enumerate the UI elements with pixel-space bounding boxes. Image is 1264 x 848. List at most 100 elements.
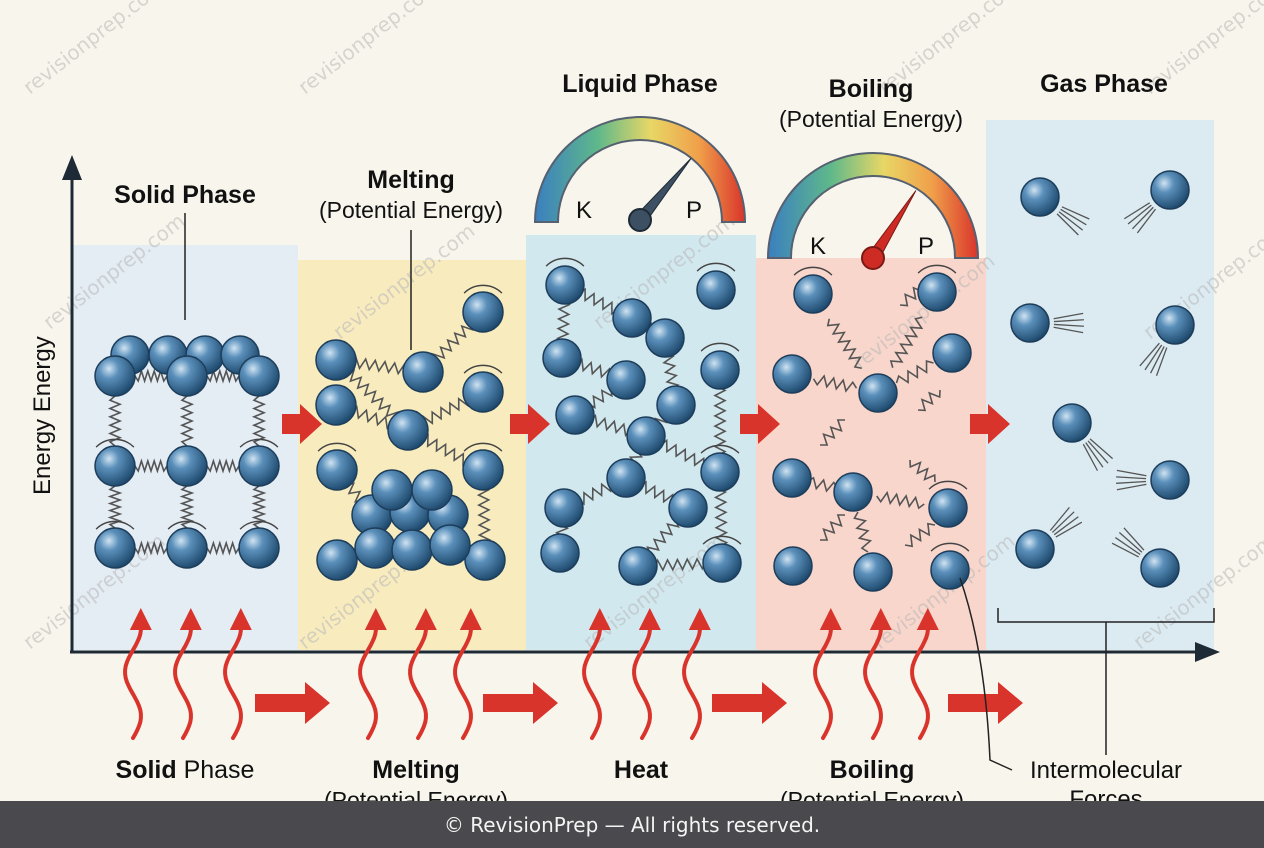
bond-spring: [904, 522, 936, 548]
bond-spring: [179, 485, 195, 529]
molecule: [387, 409, 429, 451]
molecules: [94, 170, 1195, 592]
vibration-mark: [696, 262, 736, 272]
bond-spring: [889, 316, 924, 368]
bond-spring: [107, 395, 123, 447]
watermark: revisionprep.com: [18, 0, 169, 99]
heat-arrowhead: [179, 608, 202, 630]
motion-trail: [1116, 469, 1147, 477]
molecule: [391, 529, 433, 571]
heat-arrowhead: [364, 608, 387, 630]
y-axis-label: Energy Energy: [29, 336, 56, 495]
motion-trail: [1053, 319, 1084, 323]
molecule: [618, 546, 658, 586]
heat-arrow-shaft: [358, 624, 378, 740]
motion-trail: [1089, 438, 1114, 460]
bond-spring: [107, 485, 123, 529]
molecule: [542, 338, 582, 378]
vibration-mark: [239, 438, 279, 448]
bond-spring: [179, 395, 195, 447]
molecule: [700, 452, 740, 492]
molecule: [833, 472, 873, 512]
molecule: [462, 371, 504, 413]
motion-trail: [1085, 442, 1104, 468]
molecule: [545, 265, 585, 305]
bond-spring: [134, 540, 168, 556]
molecule: [772, 354, 812, 394]
heat-arrowhead: [869, 608, 892, 630]
motion-trail: [1144, 344, 1163, 371]
heat-arrow-shaft: [813, 624, 833, 740]
vibration-mark: [167, 520, 207, 530]
molecule: [462, 449, 504, 491]
gauge-p-label: P: [686, 197, 702, 224]
molecule: [917, 272, 957, 312]
molecule: [773, 546, 813, 586]
bond-spring: [909, 459, 936, 483]
vibration-mark: [700, 444, 740, 454]
molecule: [166, 527, 208, 569]
bottom-label-boiling: Boiling: [830, 756, 915, 784]
melting-subtitle: (Potential Energy): [319, 197, 503, 223]
heat-arrowhead: [459, 608, 482, 630]
molecule: [411, 469, 453, 511]
bond-spring: [895, 360, 934, 384]
motion-trail: [1111, 542, 1139, 558]
vibration-mark: [463, 364, 503, 374]
motion-trail: [1155, 347, 1168, 376]
panel-transition-arrows: [282, 404, 1010, 444]
gauge-k-label: K: [810, 233, 826, 260]
molecule: [540, 533, 580, 573]
molecule: [656, 385, 696, 425]
vibration-mark: [317, 442, 357, 452]
molecule: [402, 351, 444, 393]
molecule: [793, 274, 833, 314]
molecule: [606, 458, 646, 498]
molecule: [316, 449, 358, 491]
bond-spring: [917, 389, 941, 412]
heat-arrow-shaft: [223, 624, 243, 740]
molecule: [858, 373, 898, 413]
motion-trail: [1116, 476, 1147, 480]
molecule: [606, 360, 646, 400]
vibration-mark: [545, 257, 585, 267]
heat-arrowhead: [688, 608, 711, 630]
intermolecular-forces-callout: [959, 577, 1215, 771]
motion-trail: [1053, 323, 1084, 327]
heat-arrow-shaft: [632, 624, 652, 740]
molecule: [555, 395, 595, 435]
panel-titles: Solid Phase Melting (Potential Energy) L…: [114, 70, 1168, 223]
bond-spring: [251, 485, 267, 529]
gauge-arc: [766, 152, 980, 259]
vibration-mark: [702, 535, 742, 545]
molecule: [371, 469, 413, 511]
molecule: [696, 270, 736, 310]
molecule: [1150, 170, 1190, 210]
molecule: [462, 291, 504, 333]
heat-arrow-shaft: [910, 624, 930, 740]
transition-arrow: [740, 404, 780, 444]
bond-spring: [206, 458, 240, 474]
molecule: [1015, 529, 1055, 569]
motion-trail: [1056, 213, 1079, 236]
vibration-mark: [95, 520, 135, 530]
molecule: [1020, 177, 1060, 217]
bond-spring: [206, 368, 240, 384]
gauge-arc: [533, 116, 747, 223]
title-leaders: [184, 213, 412, 350]
heat-arrowhead: [916, 608, 939, 630]
copyright-footer: © RevisionPrep — All rights reserved.: [0, 801, 1264, 848]
motion-trail: [1127, 204, 1152, 225]
molecule: [94, 355, 136, 397]
molecule: [853, 552, 893, 592]
motion-trail: [1051, 511, 1075, 533]
gas-phase-title: Gas Phase: [1040, 70, 1168, 98]
gauge-hub: [861, 246, 885, 270]
molecule: [544, 488, 584, 528]
heat-arrowhead: [638, 608, 661, 630]
motion-trail: [1053, 312, 1084, 320]
molecule: [315, 384, 357, 426]
liquid-gauge: K P: [533, 116, 747, 232]
motion-trail: [1053, 326, 1084, 334]
